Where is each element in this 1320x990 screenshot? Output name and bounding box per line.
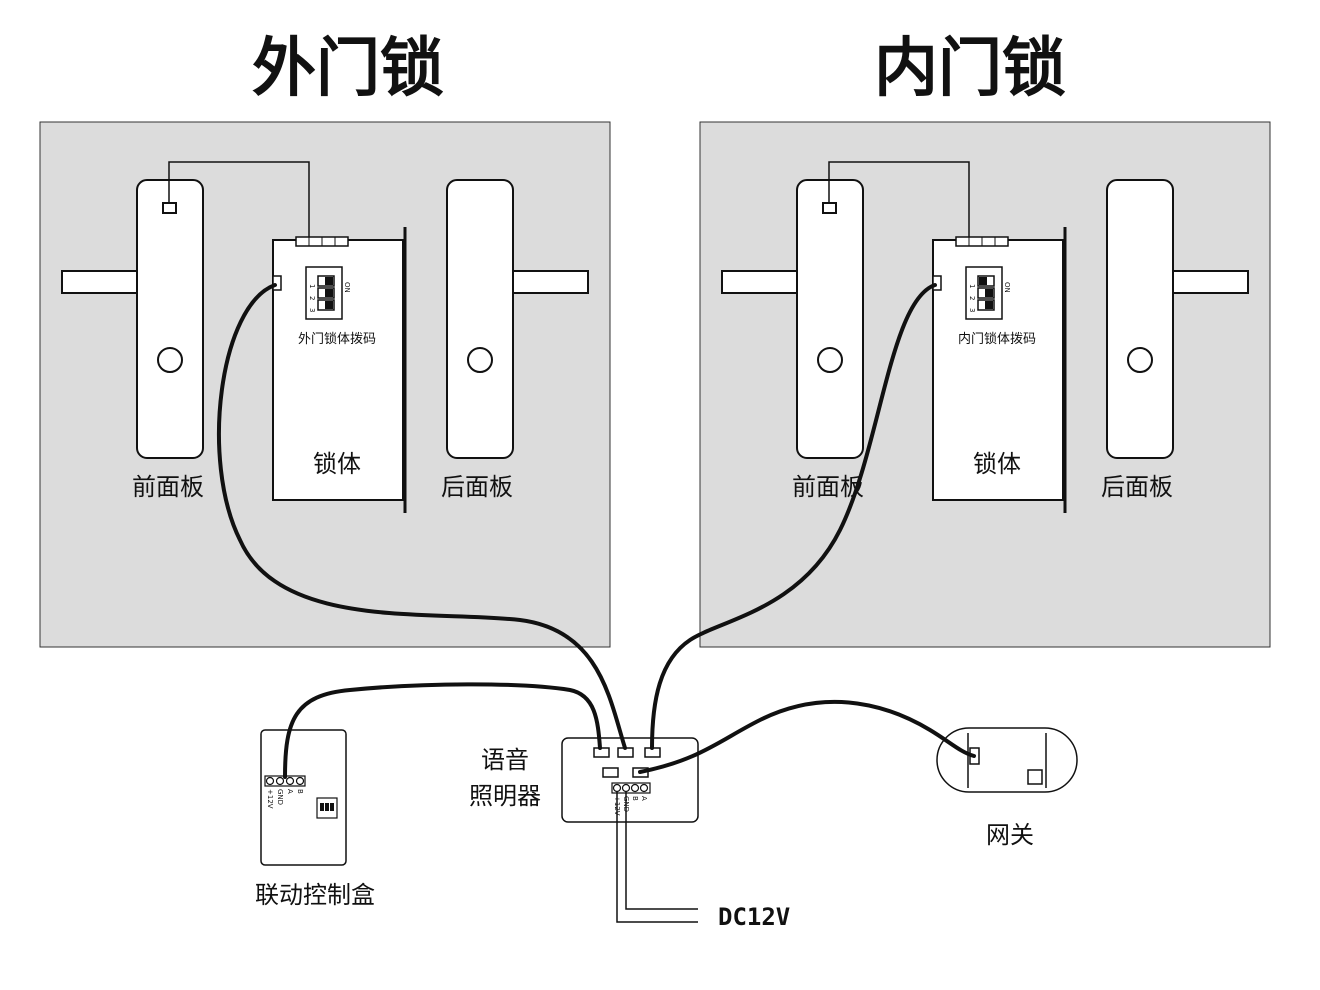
power-line-ground [625,792,698,910]
inner-back-panel-label: 后面板 [1101,473,1173,501]
inner-dip-number-3: 3 [968,308,976,312]
inner-lock-body-label: 锁体 [973,450,1021,478]
outer-front-keyhole [157,347,183,373]
inner-back-handle [1169,270,1249,294]
inner-front-panel [796,179,864,459]
linkage-pin-a: A [286,789,294,794]
gateway-label: 网关 [986,821,1034,849]
controller-port-4 [602,767,619,778]
cable-outer-lock [217,283,627,750]
outer-dip-caption: 外门锁体拨码 [298,331,376,347]
inner-dip-number-2: 2 [968,296,976,300]
power-lines [616,792,698,923]
inner-lock-title: 内门锁 [874,32,1066,106]
inner-dip-on-label: ON [1003,282,1011,293]
outer-body-port [272,275,282,291]
controller-label-line1: 语音 [481,746,529,774]
outer-lock-body-label: 锁体 [313,450,361,478]
gateway: 网关 [936,727,1078,849]
inner-back-keyhole [1127,347,1153,373]
controller-box [561,737,699,823]
controller-pin-b: B [631,796,639,801]
inner-front-handle [721,270,801,294]
outer-back-handle [509,270,589,294]
linkage-control-box: +12V GND A B 联动控制盒 [255,729,375,909]
controller-pin-a: A [640,796,648,801]
inner-front-keyhole [817,347,843,373]
outer-dip-on-label: ON [343,282,351,293]
outer-panel-wire [168,161,310,237]
outer-front-panel-label: 前面板 [132,473,204,501]
cable-inner-lock [650,283,937,750]
inner-panel-wire [828,161,970,237]
inner-dip-caption: 内门锁体拨码 [958,331,1036,347]
outer-back-panel-label: 后面板 [441,473,513,501]
gateway-button [1027,769,1043,785]
cable-linkage-box [283,682,602,779]
outer-dip-switch: ON 1 2 3 [305,266,351,320]
outer-dip-number-2: 2 [308,296,316,300]
outer-dip-number-1: 1 [308,284,316,288]
outer-lock-group: 外门锁 ON 1 2 [39,32,611,648]
linkage-pin-b: B [296,789,304,794]
linkage-box [260,729,347,866]
inner-lock-group: 内门锁 ON 1 2 3 内门锁体拨码 锁体 [699,32,1271,648]
outer-dip-number-3: 3 [308,308,316,312]
inner-front-connector [822,202,837,214]
outer-lock-title: 外门锁 [252,32,444,106]
outer-front-handle [61,270,141,294]
controller-label-line2: 照明器 [469,782,541,810]
inner-dip-number-1: 1 [968,284,976,288]
power-line-positive [616,792,698,923]
inner-back-panel [1106,179,1174,459]
linkage-dip-switch [316,797,338,819]
linkage-pin-gnd: GND [276,789,284,805]
gateway-body [936,727,1078,793]
voice-lighting-controller: +12V GND B A 语音 照明器 [469,737,699,823]
outer-back-keyhole [467,347,493,373]
cable-gateway [638,699,976,774]
cables [217,283,976,779]
inner-dip-switch: ON 1 2 3 [965,266,1011,320]
outer-back-panel [446,179,514,459]
power-label: DC12V [718,903,790,931]
outer-front-connector [162,202,177,214]
linkage-pin-12v: +12V [266,789,274,809]
outer-front-panel [136,179,204,459]
linkage-box-label: 联动控制盒 [255,881,375,909]
inner-body-port [932,275,942,291]
controller-port-1 [593,747,610,758]
